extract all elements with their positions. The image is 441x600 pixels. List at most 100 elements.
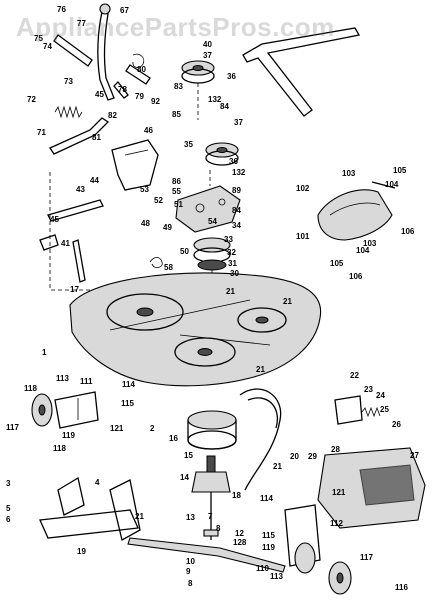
rod-43 bbox=[39, 199, 104, 283]
callout-128: 128 bbox=[233, 538, 247, 547]
callout-111: 111 bbox=[80, 377, 93, 386]
discharge-chute-lower bbox=[317, 447, 426, 529]
callout-8: 8 bbox=[188, 579, 193, 588]
callout-84: 84 bbox=[232, 206, 241, 215]
callout-25: 25 bbox=[380, 405, 389, 414]
callout-12: 12 bbox=[235, 529, 244, 538]
callout-34: 34 bbox=[232, 221, 241, 230]
callout-80: 80 bbox=[137, 65, 146, 74]
callout-23: 23 bbox=[364, 385, 373, 394]
callout-118: 118 bbox=[53, 444, 66, 453]
callout-24: 24 bbox=[376, 391, 385, 400]
callout-14: 14 bbox=[180, 473, 189, 482]
callout-21: 21 bbox=[135, 512, 144, 521]
callout-110: 110 bbox=[256, 564, 269, 573]
spring-50 bbox=[149, 257, 163, 268]
hanger-bracket-4 bbox=[39, 476, 141, 541]
callout-78: 78 bbox=[118, 85, 127, 94]
callout-50: 50 bbox=[180, 247, 189, 256]
callout-41: 41 bbox=[61, 239, 70, 248]
callout-7: 7 bbox=[208, 512, 213, 521]
callout-37: 37 bbox=[234, 118, 243, 127]
callout-52: 52 bbox=[154, 196, 163, 205]
callout-29: 29 bbox=[308, 452, 317, 461]
callout-113: 113 bbox=[270, 572, 283, 581]
spindle-housing-16 bbox=[187, 410, 237, 450]
callout-104: 104 bbox=[356, 246, 370, 255]
callout-21: 21 bbox=[226, 287, 235, 296]
callout-82: 82 bbox=[108, 111, 117, 120]
callout-106: 106 bbox=[349, 272, 363, 281]
callout-13: 13 bbox=[186, 513, 195, 522]
callout-106: 106 bbox=[401, 227, 415, 236]
callout-55: 55 bbox=[172, 187, 181, 196]
idler-pulley-36-lower bbox=[205, 142, 239, 166]
callout-121: 121 bbox=[110, 424, 124, 433]
callout-6: 6 bbox=[6, 515, 11, 524]
callout-48: 48 bbox=[141, 219, 150, 228]
callout-51: 51 bbox=[174, 200, 183, 209]
callout-36: 36 bbox=[227, 72, 236, 81]
callout-58: 58 bbox=[164, 263, 173, 272]
callout-15: 15 bbox=[184, 451, 193, 460]
callout-132: 132 bbox=[232, 168, 246, 177]
callout-72: 72 bbox=[27, 95, 36, 104]
callout-2: 2 bbox=[150, 424, 155, 433]
callout-54: 54 bbox=[208, 217, 217, 226]
callout-114: 114 bbox=[260, 494, 273, 503]
spindle-shaft-14 bbox=[191, 455, 231, 540]
callout-49: 49 bbox=[163, 223, 172, 232]
callout-89: 89 bbox=[232, 186, 241, 195]
callout-86: 86 bbox=[172, 177, 181, 186]
callout-35: 35 bbox=[184, 140, 193, 149]
callout-32: 32 bbox=[227, 248, 236, 257]
callout-92: 92 bbox=[151, 97, 160, 106]
idler-arm-bracket bbox=[175, 170, 241, 233]
callout-101: 101 bbox=[296, 232, 310, 241]
callout-102: 102 bbox=[296, 184, 310, 193]
callout-117: 117 bbox=[6, 423, 19, 432]
callout-103: 103 bbox=[363, 239, 377, 248]
callout-1: 1 bbox=[42, 348, 47, 357]
callout-74: 74 bbox=[43, 42, 52, 51]
callout-22: 22 bbox=[350, 371, 359, 380]
callout-75: 75 bbox=[34, 34, 43, 43]
callout-115: 115 bbox=[121, 399, 134, 408]
callout-16: 16 bbox=[169, 434, 178, 443]
callout-79: 79 bbox=[135, 92, 144, 101]
callout-8: 8 bbox=[216, 524, 221, 533]
deflector-bracket-22-23 bbox=[334, 395, 381, 425]
gauge-wheel-left bbox=[31, 391, 99, 429]
callout-103: 103 bbox=[342, 169, 356, 178]
callout-112: 112 bbox=[330, 519, 343, 528]
callout-121: 121 bbox=[332, 488, 346, 497]
callout-67: 67 bbox=[120, 6, 129, 15]
idler-pulley-36-top bbox=[181, 60, 215, 120]
callout-43: 43 bbox=[76, 185, 85, 194]
gauge-wheel-right bbox=[284, 504, 352, 595]
callout-119: 119 bbox=[62, 431, 75, 440]
callout-20: 20 bbox=[290, 452, 299, 461]
callout-71: 71 bbox=[37, 128, 46, 137]
callout-21: 21 bbox=[273, 462, 282, 471]
callout-3: 3 bbox=[6, 479, 11, 488]
callout-73: 73 bbox=[64, 77, 73, 86]
t-handle-wrench bbox=[242, 27, 361, 117]
callout-36: 36 bbox=[229, 157, 238, 166]
callout-116: 116 bbox=[395, 583, 408, 592]
callout-18: 18 bbox=[232, 491, 241, 500]
callout-17: 17 bbox=[70, 285, 79, 294]
callout-5: 5 bbox=[6, 504, 11, 513]
callout-105: 105 bbox=[393, 166, 407, 175]
callout-81: 81 bbox=[92, 133, 101, 142]
callout-83: 83 bbox=[174, 82, 183, 91]
callout-10: 10 bbox=[186, 557, 195, 566]
callout-117: 117 bbox=[360, 553, 373, 562]
callout-4: 4 bbox=[95, 478, 100, 487]
callout-119: 119 bbox=[262, 543, 275, 552]
callout-21: 21 bbox=[283, 297, 292, 306]
belt-18-20 bbox=[239, 388, 282, 491]
callout-9: 9 bbox=[186, 567, 191, 576]
callout-104: 104 bbox=[385, 180, 399, 189]
